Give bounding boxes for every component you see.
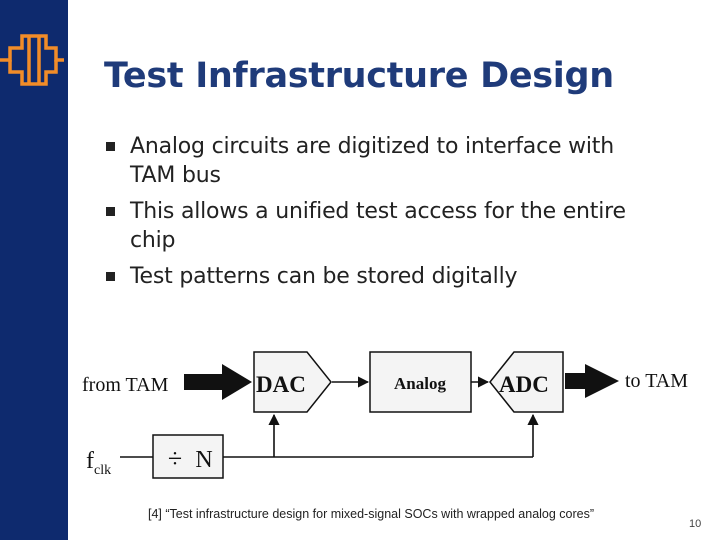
- input-arrow-shaft: [184, 374, 224, 390]
- adc-label: ADC: [499, 372, 549, 397]
- clock-subscript: clk: [94, 463, 111, 478]
- slide-title: Test Infrastructure Design: [104, 56, 614, 96]
- analog-block: [369, 351, 472, 413]
- output-label: to TAM: [625, 370, 688, 392]
- divider-symbol: ÷: [168, 444, 182, 473]
- adc-block: [489, 351, 564, 413]
- citation: [4] “Test infrastructure design for mixe…: [148, 507, 595, 521]
- logo-icon: [0, 34, 64, 86]
- input-label: from TAM: [82, 374, 169, 396]
- bullet-item: This allows a unified test access for th…: [104, 197, 664, 255]
- divider-label: N: [195, 447, 212, 473]
- dac-block: [253, 351, 332, 413]
- bullet-item: Analog circuits are digitized to interfa…: [104, 132, 664, 190]
- bullet-item: Test patterns can be stored digitally: [104, 262, 664, 291]
- clock-label: fclk: [86, 448, 111, 478]
- input-arrow-head: [222, 364, 252, 400]
- dac-label: DAC: [256, 372, 306, 397]
- clock-symbol: f: [86, 448, 94, 474]
- analog-label: Analog: [394, 374, 446, 393]
- page-number: 10: [689, 518, 702, 530]
- output-arrow-shaft: [565, 373, 587, 389]
- sidebar-band: [0, 0, 68, 540]
- output-arrow-head: [585, 364, 619, 398]
- signal-chain-diagram: from TAM DAC Analog ADC to TAM ÷ N fclk: [82, 351, 688, 479]
- bullet-list: Analog circuits are digitized to interfa…: [104, 132, 664, 298]
